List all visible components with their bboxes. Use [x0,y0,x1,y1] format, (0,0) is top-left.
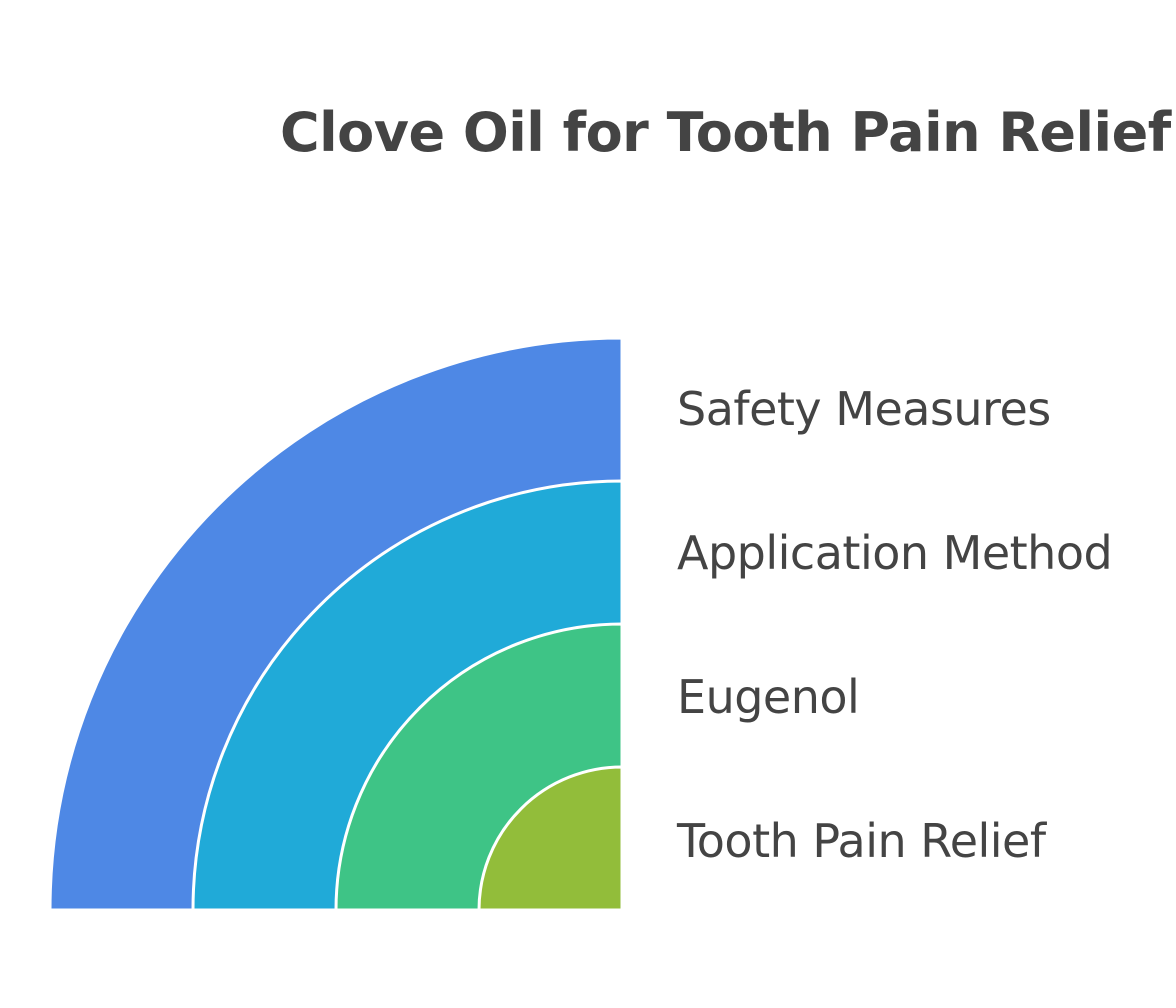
layer-arc-tooth-pain-relief [477,765,624,912]
layer-label-safety-measures: Safety Measures [677,382,1051,436]
layer-label-application-method: Application Method [677,526,1113,580]
diagram-title: Clove Oil for Tooth Pain Relief [280,101,1171,164]
layer-label-tooth-pain-relief: Tooth Pain Relief [677,814,1046,868]
layer-label-eugenol: Eugenol [677,670,860,724]
